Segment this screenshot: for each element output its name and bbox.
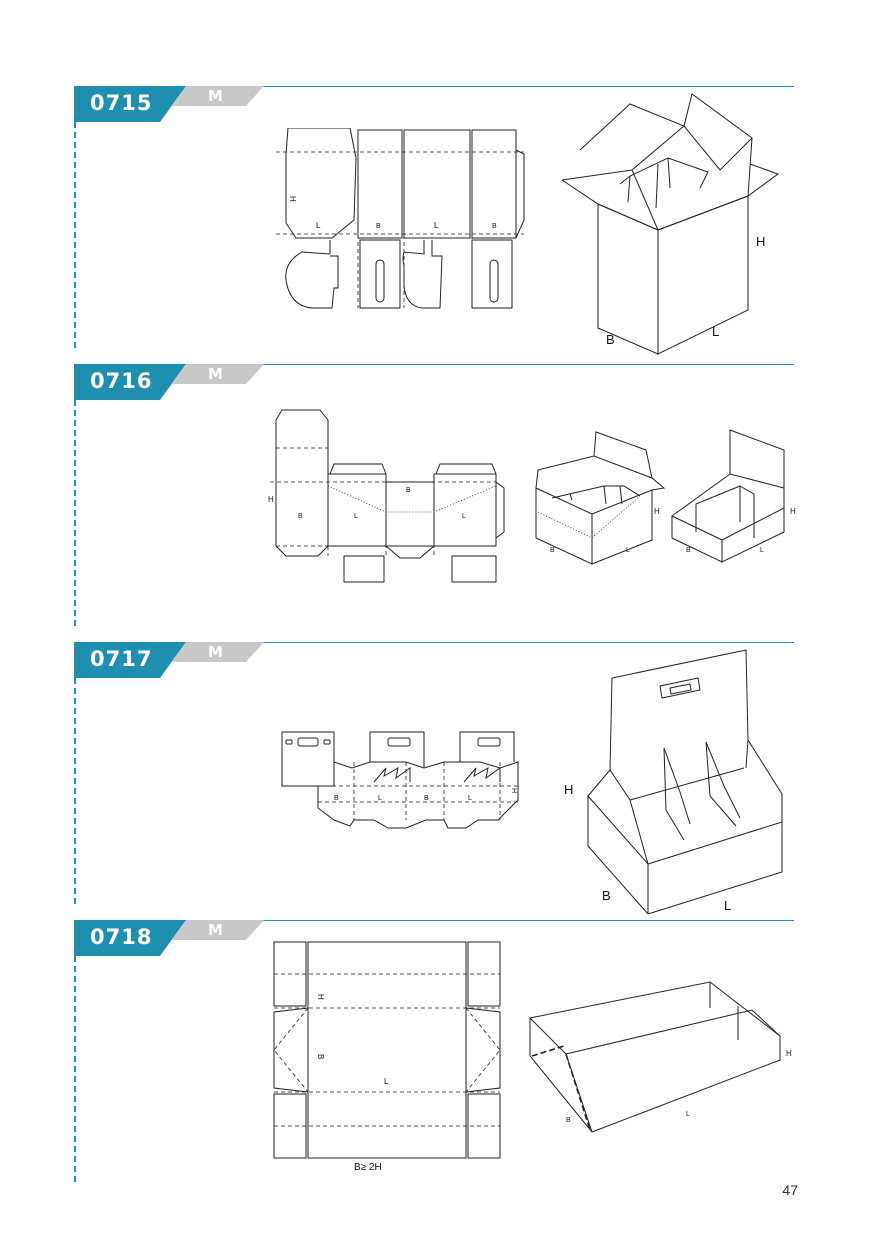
dimension-l-label: L xyxy=(712,324,719,339)
die-line-drawing-0715: H L B L B xyxy=(276,128,525,309)
code-tab: 0718 xyxy=(74,920,264,956)
section-rule xyxy=(74,364,794,365)
style-code: 0718 xyxy=(90,925,153,949)
box-3d-drawing-0716: H L B H L B xyxy=(535,429,796,565)
dashed-margin-line xyxy=(74,122,76,348)
dimension-b-label: B xyxy=(334,795,339,802)
section-rule xyxy=(74,642,794,643)
page-number: 47 xyxy=(782,1182,798,1198)
dimension-h-label: H xyxy=(564,782,573,797)
die-line-drawing-0717: B L B L H xyxy=(281,731,519,829)
dimension-b-label: B xyxy=(602,888,611,903)
die-line-drawing-0716: H B L B L xyxy=(268,409,505,583)
dashed-margin-line xyxy=(74,956,76,1182)
style-code: 0716 xyxy=(90,369,153,393)
dimension-l-label: L xyxy=(354,513,358,520)
material-tag: M xyxy=(208,643,223,661)
material-tag: M xyxy=(208,365,223,383)
dimension-h-label: H xyxy=(756,234,765,249)
dimension-h-label: H xyxy=(316,994,325,1000)
dimension-b-label: B xyxy=(376,223,381,230)
dimension-h-label: H xyxy=(790,507,796,516)
section-rule xyxy=(74,86,794,87)
code-tab: 0717 xyxy=(74,642,264,678)
dimension-l-label: L xyxy=(468,795,472,802)
dimension-b-label: B xyxy=(686,547,691,554)
section-0717: 0717 M B L B L H xyxy=(0,642,872,920)
material-tag: M xyxy=(208,921,223,939)
dimension-h-label: H xyxy=(786,1049,792,1058)
dimension-l-label: L xyxy=(760,547,764,554)
dimension-b-label: B xyxy=(492,223,497,230)
dimension-l-label: L xyxy=(378,795,382,802)
style-code: 0717 xyxy=(90,647,153,671)
dimension-b-label: B xyxy=(550,547,555,554)
section-0718: 0718 M H B L B≥ 2H xyxy=(0,920,872,1182)
section-rule xyxy=(74,920,794,921)
box-3d-drawing-0717: H L B xyxy=(564,649,783,914)
dimension-b-label: B xyxy=(606,332,615,347)
dimension-h-label: H xyxy=(268,495,274,504)
dimension-l-label: L xyxy=(316,221,321,230)
dashed-margin-line xyxy=(74,400,76,626)
dimension-l-label: L xyxy=(626,547,630,554)
dimension-b-label: B xyxy=(316,1054,325,1059)
code-tab: 0716 xyxy=(74,364,264,400)
dimension-l-label: L xyxy=(384,1077,389,1086)
style-code: 0715 xyxy=(90,91,153,115)
dimension-l-label: L xyxy=(462,513,466,520)
dimension-l-label: L xyxy=(686,1111,690,1118)
die-line-drawing-0718: H B L xyxy=(273,941,501,1159)
dimension-note: B≥ 2H xyxy=(354,1162,382,1173)
section-0716: 0716 M H B L B L xyxy=(0,364,872,642)
dimension-h-label: H xyxy=(510,788,517,793)
box-3d-drawing-0715: H L B xyxy=(561,93,780,355)
dashed-margin-line xyxy=(74,678,76,904)
dimension-b-label: B xyxy=(424,795,429,802)
box-3d-drawing-0718: H L B xyxy=(529,981,792,1133)
dimension-b-label: B xyxy=(298,513,303,520)
dimension-b-label: B xyxy=(566,1117,571,1124)
dimension-h-label: H xyxy=(288,196,297,202)
section-0715: 0715 M H L B L B xyxy=(0,86,872,364)
dimension-h-label: H xyxy=(654,507,660,516)
dimension-l-label: L xyxy=(724,898,731,913)
dimension-l-label: L xyxy=(434,221,439,230)
code-tab: 0715 xyxy=(74,86,264,122)
material-tag: M xyxy=(208,87,223,105)
dimension-b-label: B xyxy=(406,487,411,494)
